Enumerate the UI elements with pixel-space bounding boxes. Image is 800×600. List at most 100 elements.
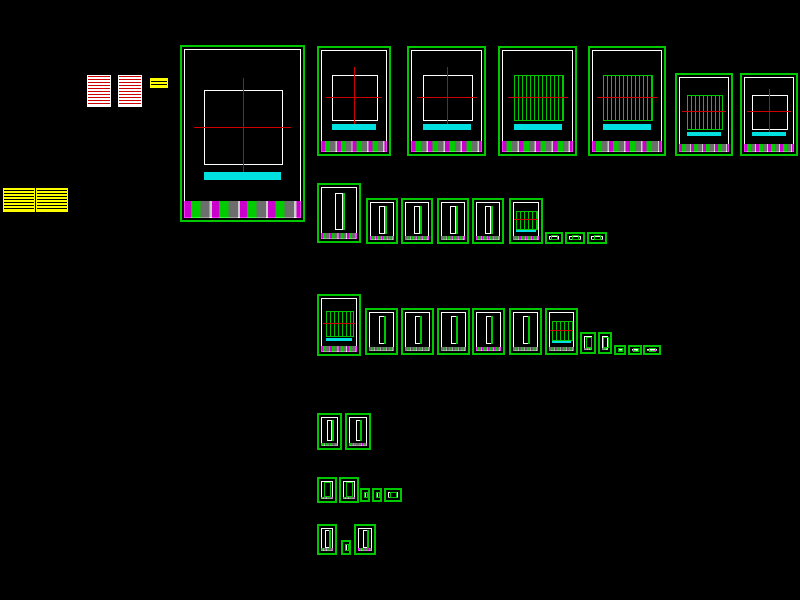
dimension-bar	[603, 124, 651, 130]
dimension-bar	[686, 131, 722, 136]
drawing-sheet[interactable]	[354, 524, 376, 555]
drawing-sheet[interactable]	[372, 488, 382, 502]
rebar-line	[490, 206, 493, 234]
detail-block[interactable]	[87, 75, 111, 107]
drawing-sheet[interactable]	[545, 308, 578, 355]
centerline	[507, 96, 568, 98]
detail	[593, 235, 602, 241]
drawing-sheet[interactable]	[580, 332, 596, 354]
rebar-line	[366, 530, 369, 548]
title-block	[632, 350, 638, 351]
drawing-sheet[interactable]	[588, 46, 666, 156]
detail-block[interactable]	[150, 78, 168, 88]
title-block	[369, 346, 394, 351]
detail	[618, 347, 624, 352]
title-block	[476, 235, 500, 240]
title-block	[405, 346, 430, 351]
rebar-line	[343, 193, 345, 230]
title-block	[592, 141, 662, 152]
detail-block[interactable]	[36, 188, 68, 212]
drawing-sheet[interactable]	[401, 308, 434, 355]
rebar-line	[384, 206, 387, 234]
drawing-sheet[interactable]	[675, 73, 733, 156]
detail	[390, 491, 398, 498]
drawing-sheet[interactable]	[628, 345, 642, 355]
drawing-sheet[interactable]	[565, 232, 585, 244]
drawing-sheet[interactable]	[345, 413, 371, 450]
centerline	[682, 111, 726, 113]
title-block	[647, 350, 657, 351]
title-block	[584, 348, 592, 350]
drawing-sheet[interactable]	[407, 46, 486, 156]
drawing-sheet[interactable]	[587, 232, 607, 244]
title-block	[358, 548, 372, 551]
title-block	[349, 442, 367, 446]
rebar-outline	[513, 74, 564, 122]
column-section	[379, 206, 386, 234]
drawing-sheet[interactable]	[643, 345, 661, 355]
rebar-outline	[552, 320, 573, 341]
drawing-sheet[interactable]	[498, 46, 577, 156]
title-block	[441, 235, 465, 240]
dimension-bar	[516, 230, 536, 233]
centerline	[597, 96, 657, 98]
dimension-bar	[326, 337, 352, 341]
title-block	[679, 144, 729, 152]
column-section	[414, 316, 421, 345]
centerline	[446, 67, 448, 128]
detail	[649, 347, 657, 352]
title-block	[411, 141, 482, 152]
drawing-sheet[interactable]	[472, 308, 505, 355]
drawing-sheet[interactable]	[509, 308, 542, 355]
title-block	[321, 141, 387, 152]
drawing-sheet[interactable]	[365, 308, 398, 355]
centerline	[769, 89, 770, 135]
rebar-line	[384, 316, 387, 345]
drawing-sheet[interactable]	[740, 73, 798, 156]
detail	[344, 543, 349, 551]
column-section	[450, 316, 457, 345]
dimension-bar	[331, 124, 377, 130]
drawing-sheet[interactable]	[437, 198, 469, 244]
column-section	[378, 316, 385, 345]
dimension-bar	[422, 124, 471, 130]
drawing-sheet[interactable]	[472, 198, 504, 244]
drawing-sheet[interactable]	[545, 232, 563, 244]
title-block	[321, 442, 338, 446]
column-section	[335, 193, 343, 230]
dimension-bar	[513, 124, 562, 130]
rebar-line	[456, 316, 459, 345]
detail	[375, 491, 380, 498]
detail	[603, 336, 609, 349]
centerline	[549, 329, 574, 331]
title-block	[321, 496, 333, 499]
drawing-sheet[interactable]	[317, 46, 391, 156]
drawing-sheet[interactable]	[317, 413, 342, 450]
drawing-sheet[interactable]	[360, 488, 370, 502]
rebar-outline	[326, 310, 354, 337]
title-block	[502, 141, 573, 152]
drawing-sheet[interactable]	[509, 198, 543, 244]
drawing-sheet[interactable]	[339, 477, 359, 503]
drawing-sheet[interactable]	[598, 332, 612, 354]
title-block	[343, 496, 355, 499]
centerline	[242, 78, 244, 177]
drawing-sheet[interactable]	[341, 540, 351, 555]
drawing-sheet[interactable]	[317, 524, 337, 555]
drawing-sheet[interactable]	[180, 45, 305, 222]
detail-block[interactable]	[3, 188, 35, 212]
title-block	[602, 348, 608, 350]
drawing-sheet[interactable]	[366, 198, 398, 244]
detail-block[interactable]	[118, 75, 142, 107]
drawing-sheet[interactable]	[317, 294, 361, 356]
drawing-sheet[interactable]	[317, 477, 337, 503]
drawing-sheet[interactable]	[401, 198, 433, 244]
title-block	[441, 346, 466, 351]
drawing-sheet[interactable]	[614, 345, 626, 355]
rebar-line	[331, 419, 334, 442]
drawing-sheet[interactable]	[317, 183, 361, 243]
drawing-sheet[interactable]	[437, 308, 470, 355]
title-block	[321, 346, 357, 352]
column-section	[485, 206, 492, 234]
drawing-sheet[interactable]	[384, 488, 402, 502]
